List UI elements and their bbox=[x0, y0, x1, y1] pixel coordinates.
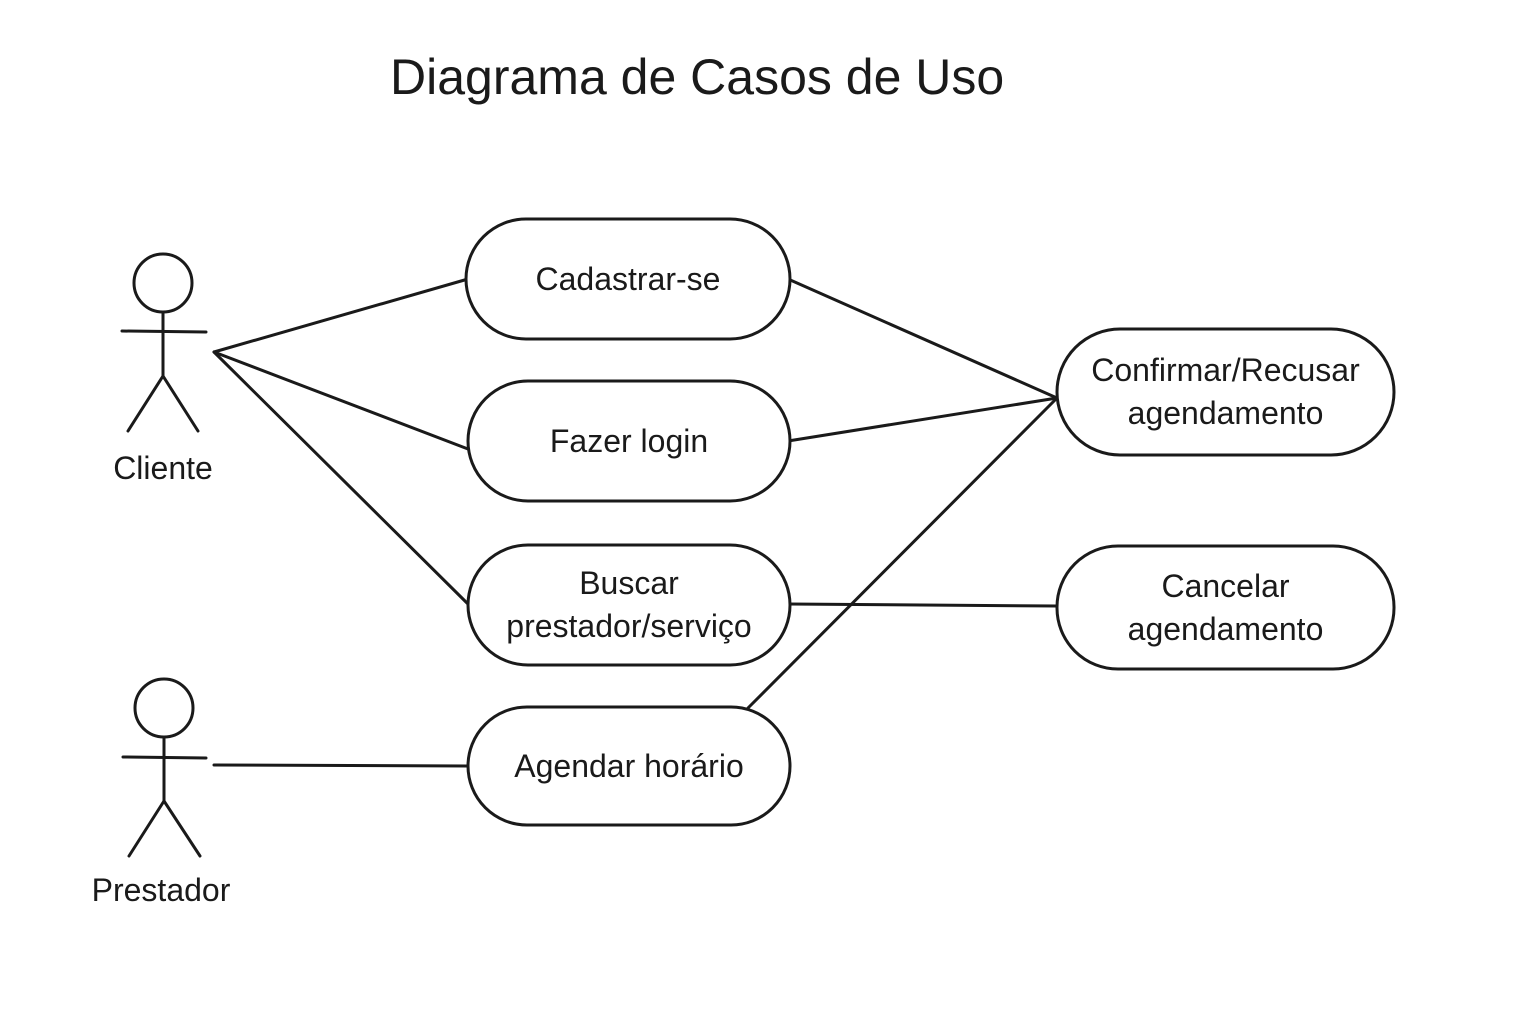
usecase-cadastrar-label: Cadastrar-se bbox=[535, 260, 721, 297]
actor-prestador-figure[interactable] bbox=[121, 677, 208, 858]
assoc-cadastrar-confirmar bbox=[786, 277, 1059, 400]
usecase-cancelar-shape[interactable] bbox=[1055, 544, 1396, 671]
usecase-login[interactable]: Fazer login bbox=[468, 381, 790, 501]
usecase-buscar-shape[interactable] bbox=[466, 543, 792, 667]
usecase-confirmar-shape[interactable] bbox=[1055, 327, 1396, 457]
usecase-cancelar-label-line2: agendamento bbox=[1127, 610, 1324, 647]
usecase-confirmar-label-line1: Confirmar/Recusar bbox=[1091, 352, 1360, 388]
usecase-buscar-label-line1: Buscar bbox=[579, 565, 679, 601]
assoc-prestador-agendar bbox=[212, 763, 470, 768]
assoc-cliente-cadastrar bbox=[212, 277, 470, 354]
usecase-agendar-shape[interactable] bbox=[466, 705, 792, 827]
assoc-buscar-cancelar bbox=[786, 602, 1059, 608]
usecase-login-label: Fazer login bbox=[549, 422, 709, 459]
usecase-cancelar[interactable]: Cancelar agendamento bbox=[1057, 546, 1394, 669]
usecase-login-shape[interactable] bbox=[466, 379, 792, 503]
usecase-cancelar-label-line1: Cancelar bbox=[1161, 567, 1290, 604]
diagram-title: Diagrama de Casos de Uso bbox=[390, 49, 1005, 105]
usecase-agendar-label: Agendar horário bbox=[514, 747, 744, 784]
assoc-agendar-confirmar bbox=[746, 396, 1059, 710]
usecase-buscar[interactable]: Buscar prestador/serviço bbox=[468, 545, 790, 665]
assoc-login-confirmar bbox=[786, 396, 1059, 443]
actor-cliente-label: Cliente bbox=[113, 450, 213, 486]
actor-cliente-figure[interactable] bbox=[120, 252, 208, 433]
usecase-confirmar-label-line2: agendamento bbox=[1127, 395, 1324, 431]
assoc-cliente-buscar bbox=[212, 350, 470, 606]
usecase-cadastrar-shape[interactable] bbox=[464, 217, 792, 341]
usecase-agendar[interactable]: Agendar horário bbox=[468, 707, 790, 825]
assoc-cliente-login bbox=[212, 350, 470, 451]
usecase-confirmar[interactable]: Confirmar/Recusar agendamento bbox=[1057, 329, 1394, 455]
usecase-cadastrar[interactable]: Cadastrar-se bbox=[466, 219, 790, 339]
actor-prestador-label: Prestador bbox=[91, 872, 231, 908]
usecase-buscar-label-line2: prestador/serviço bbox=[506, 608, 752, 644]
